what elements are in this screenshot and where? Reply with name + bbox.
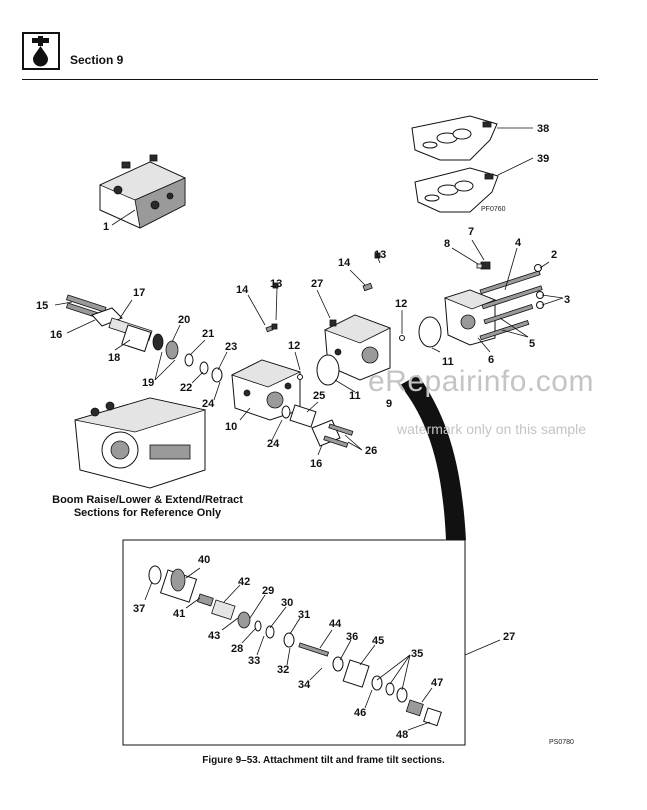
inlet-section-drawing [418, 261, 544, 348]
detail-view-frame [122, 539, 466, 746]
hydraulic-section-icon [22, 32, 60, 70]
callout-12a: 12 [288, 340, 300, 352]
callout-31: 31 [298, 609, 310, 621]
callout-38: 38 [537, 123, 549, 135]
callout-45: 45 [372, 635, 384, 647]
figure-caption: Figure 9–53. Attachment tilt and frame t… [202, 755, 445, 766]
callout-27a: 27 [311, 278, 323, 290]
callout-46: 46 [354, 707, 366, 719]
callout-29: 29 [262, 585, 274, 597]
callout-17: 17 [133, 287, 145, 299]
callout-16b: 16 [310, 458, 322, 470]
seal-kit-38-drawing [411, 115, 498, 161]
reference-valve-sections-drawing [74, 397, 207, 489]
callout-22: 22 [180, 382, 192, 394]
callout-12b: 12 [395, 298, 407, 310]
callout-42: 42 [238, 576, 250, 588]
callout-47: 47 [431, 677, 443, 689]
callout-21: 21 [202, 328, 214, 340]
callout-2: 2 [551, 249, 557, 261]
callout-24b: 24 [267, 438, 280, 450]
callout-48: 48 [396, 729, 408, 741]
reference-note: Boom Raise/Lower & Extend/Retract Sectio… [40, 494, 255, 520]
callout-labels: 38 39 1 15 16 17 18 19 20 21 22 23 24 14… [36, 123, 570, 741]
callout-11a: 11 [349, 390, 361, 402]
callout-1: 1 [103, 221, 109, 233]
seal-kit-39-drawing [414, 167, 499, 213]
section-title: Section 9 [70, 53, 124, 67]
valve-section-9-drawing [316, 252, 405, 386]
callout-44: 44 [329, 618, 342, 630]
callout-26: 26 [365, 445, 377, 457]
callout-35: 35 [411, 648, 423, 660]
callout-13a: 13 [270, 278, 282, 290]
callout-10: 10 [225, 421, 237, 433]
callout-6: 6 [488, 354, 494, 366]
control-valve-assembly-drawing [99, 154, 186, 229]
callout-37: 37 [133, 603, 145, 615]
callout-24a: 24 [202, 398, 215, 410]
watermark-text: eRepairinfo.com [368, 365, 594, 398]
callout-5: 5 [529, 338, 535, 350]
callout-28: 28 [231, 643, 243, 655]
callout-8: 8 [444, 238, 450, 250]
callout-30: 30 [281, 597, 293, 609]
spool-end-parts-drawing [65, 294, 223, 383]
valve-section-10-drawing [230, 282, 303, 421]
callout-43: 43 [208, 630, 220, 642]
callout-36: 36 [346, 631, 358, 643]
callout-32: 32 [277, 664, 289, 676]
callout-23: 23 [225, 341, 237, 353]
callout-40: 40 [198, 554, 210, 566]
callout-14b: 14 [338, 257, 351, 269]
detail-spool-parts-drawing [148, 565, 442, 727]
detail-connector-band [400, 375, 466, 540]
callout-27b: 27 [503, 631, 515, 643]
callout-3: 3 [564, 294, 570, 306]
callout-15: 15 [36, 300, 48, 312]
figure-code-lower: PS0780 [549, 739, 574, 746]
callout-16a: 16 [50, 329, 62, 341]
callout-39: 39 [537, 153, 549, 165]
end-cap-parts-drawing [281, 404, 354, 448]
callout-14a: 14 [236, 284, 249, 296]
callout-34: 34 [298, 679, 311, 691]
callout-4: 4 [515, 237, 522, 249]
callout-7: 7 [468, 226, 474, 238]
callout-19: 19 [142, 377, 154, 389]
callout-33: 33 [248, 655, 260, 667]
callout-11b: 11 [442, 356, 454, 368]
callout-18: 18 [108, 352, 120, 364]
figure-code-upper: PF0760 [481, 206, 506, 213]
callout-25: 25 [313, 390, 325, 402]
callout-13b: 13 [374, 249, 386, 261]
callout-20: 20 [178, 314, 190, 326]
header-rule [22, 79, 598, 80]
callout-41: 41 [173, 608, 185, 620]
callout-leader-lines [54, 127, 564, 731]
reference-note-line2: Sections for Reference Only [73, 507, 222, 519]
reference-note-line1: Boom Raise/Lower & Extend/Retract [52, 494, 243, 506]
callout-9: 9 [386, 398, 392, 410]
watermark-subtext: watermark only on this sample [397, 421, 587, 437]
